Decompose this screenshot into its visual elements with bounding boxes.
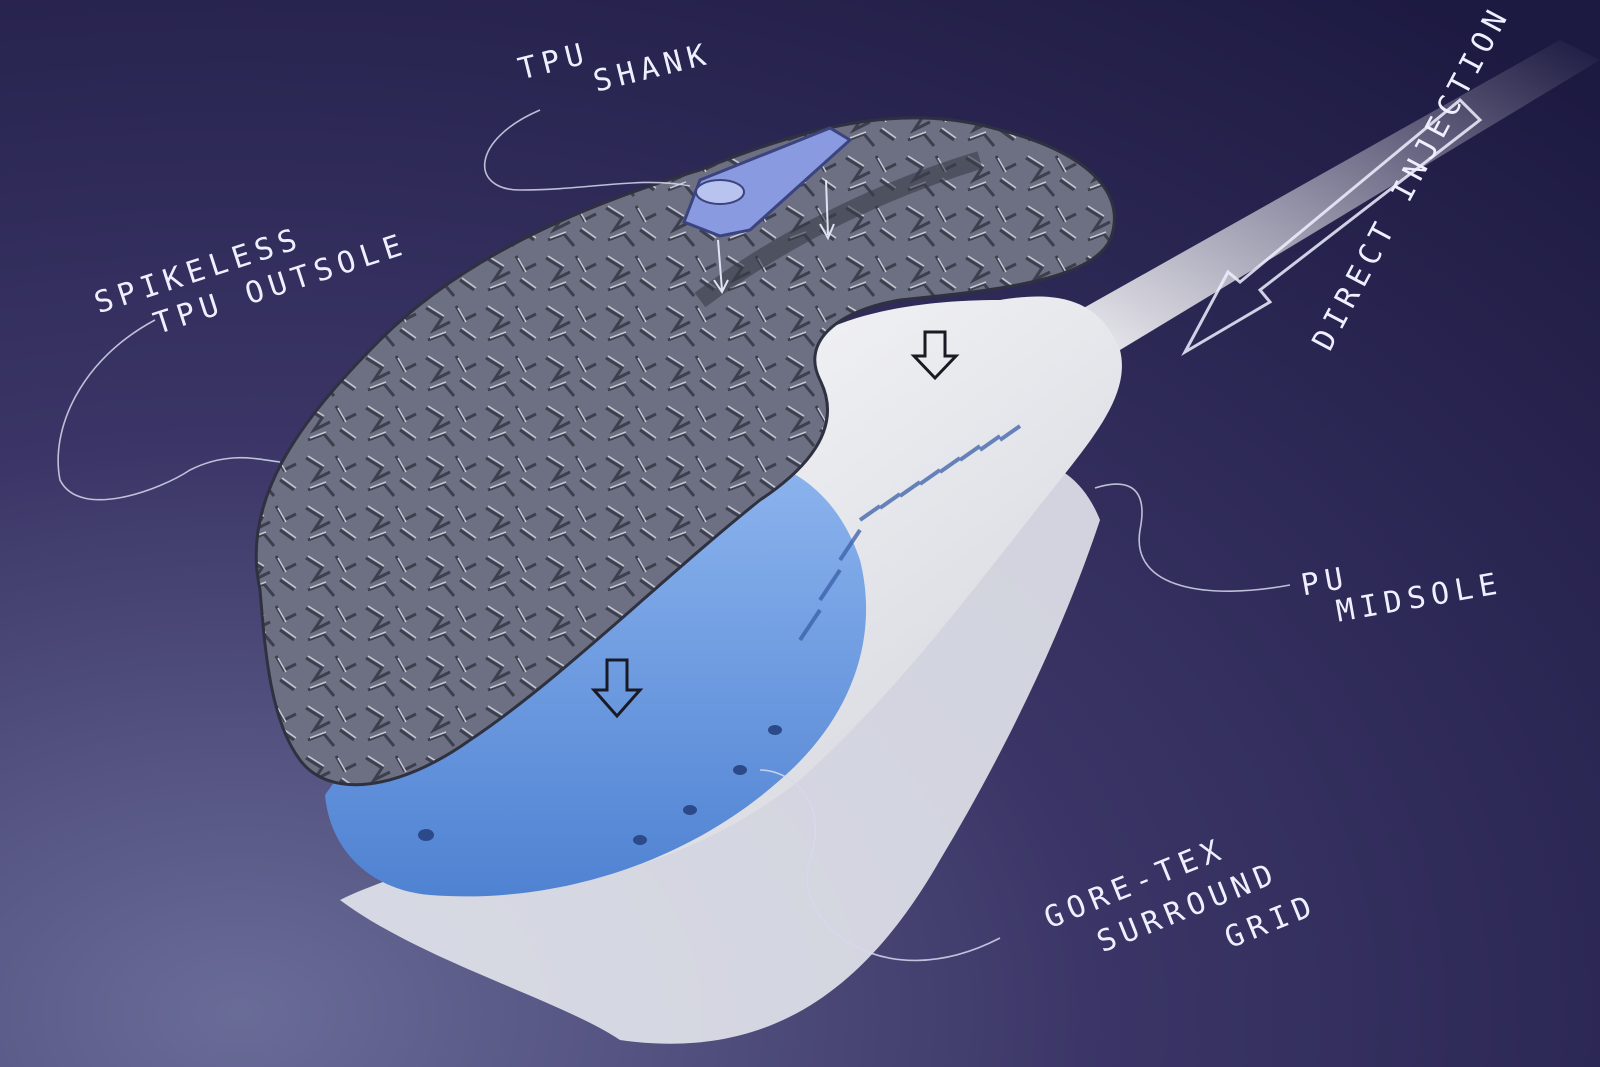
injection-stream <box>1080 40 1600 350</box>
grid-holes <box>418 725 782 845</box>
tpu-outsole <box>254 116 1116 787</box>
label-midsole-line1: PU <box>1298 561 1351 604</box>
leader-line <box>57 109 1291 962</box>
grid-ribs <box>798 424 1022 642</box>
down-arrow-icon <box>590 330 960 719</box>
tpu-shank <box>682 126 853 238</box>
shank-arrows <box>713 179 835 294</box>
gore-tex-grid <box>325 460 867 897</box>
shank-hub <box>695 179 745 205</box>
injection-arrow-icon <box>1181 97 1483 357</box>
outsole-channel <box>694 151 983 308</box>
